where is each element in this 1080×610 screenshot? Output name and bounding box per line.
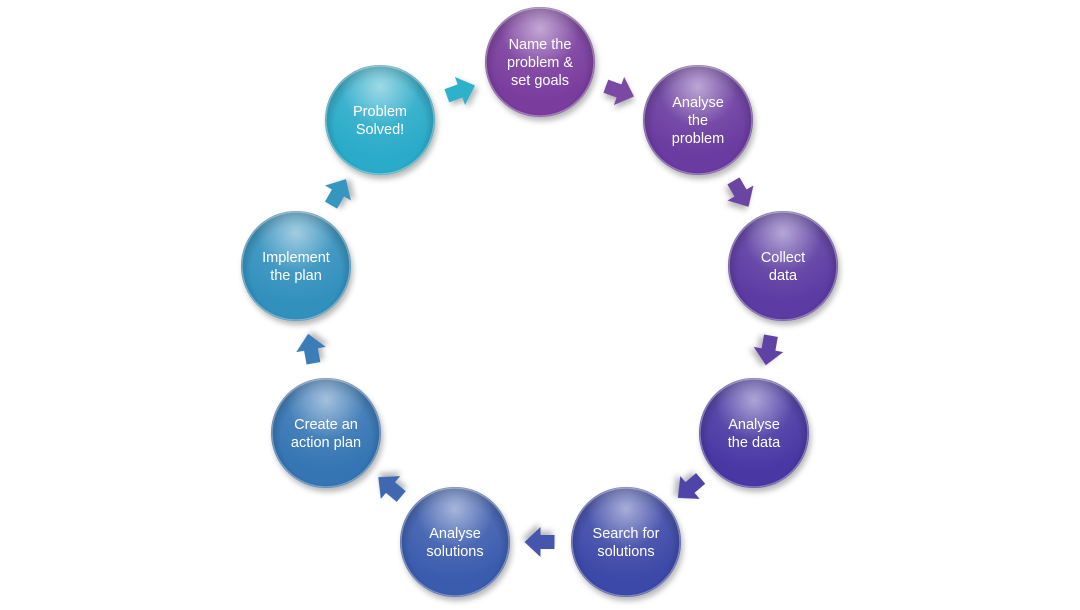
step-label-line: Implement bbox=[262, 250, 330, 266]
step-circle-gloss bbox=[643, 65, 753, 175]
step-label-line: problem & bbox=[507, 55, 573, 71]
flow-arrow-icon bbox=[296, 333, 326, 365]
step-circle-gloss bbox=[571, 487, 681, 597]
cycle-step-analyse-problem: Analyse the problem bbox=[643, 65, 753, 175]
cycle-step-create-plan: Create an action plan bbox=[271, 378, 381, 488]
step-circle-rim bbox=[400, 487, 510, 597]
cycle-step-search-solutions: Search for solutions bbox=[571, 487, 681, 597]
step-label-line: set goals bbox=[511, 73, 569, 89]
step-circle-rim bbox=[485, 7, 595, 117]
step-label-line: Search for bbox=[593, 526, 660, 542]
step-label-line: the bbox=[688, 113, 708, 129]
cycle-arrows bbox=[296, 76, 784, 557]
flow-arrow-icon bbox=[524, 527, 555, 557]
step-circle-gloss bbox=[325, 65, 435, 175]
step-label-line: the plan bbox=[270, 268, 322, 284]
step-circle-rim bbox=[325, 65, 435, 175]
step-label-line: Name the bbox=[509, 37, 572, 53]
step-circle-gloss bbox=[485, 7, 595, 117]
flow-arrow-icon bbox=[444, 76, 476, 106]
step-label-line: problem bbox=[672, 131, 724, 147]
flow-arrow-icon bbox=[677, 473, 706, 499]
step-label-line: Solved! bbox=[356, 122, 404, 138]
step-label-line: Analyse bbox=[429, 526, 481, 542]
step-circle-rim bbox=[571, 487, 681, 597]
step-circle-rim bbox=[271, 378, 381, 488]
step-label-line: solutions bbox=[597, 544, 654, 560]
step-circle-rim bbox=[643, 65, 753, 175]
step-circle-rim bbox=[241, 211, 351, 321]
step-circle-gloss bbox=[699, 378, 809, 488]
cycle-step-analyse-solutions: Analyse solutions bbox=[400, 487, 510, 597]
flow-arrow-icon bbox=[324, 179, 352, 209]
cycle-step-collect-data: Collect data bbox=[728, 211, 838, 321]
step-label-line: data bbox=[769, 268, 798, 284]
step-label-line: action plan bbox=[291, 435, 361, 451]
step-label-line: Problem bbox=[353, 104, 407, 120]
step-circle-rim bbox=[699, 378, 809, 488]
step-label-line: Create an bbox=[294, 417, 358, 433]
cycle-step-analyse-data: Analyse the data bbox=[699, 378, 809, 488]
cycle-step-name-problem: Name the problem & set goals bbox=[485, 7, 595, 117]
step-label-line: Analyse bbox=[672, 95, 724, 111]
step-label-line: solutions bbox=[426, 544, 483, 560]
flow-arrow-icon bbox=[727, 177, 754, 207]
step-circle-gloss bbox=[400, 487, 510, 597]
flow-arrow-icon bbox=[378, 476, 406, 502]
step-circle-gloss bbox=[728, 211, 838, 321]
cycle-step-implement-plan: Implement the plan bbox=[241, 211, 351, 321]
step-label-line: Collect bbox=[761, 250, 805, 266]
step-label-line: Analyse bbox=[728, 417, 780, 433]
step-circle-rim bbox=[728, 211, 838, 321]
flow-arrow-icon bbox=[603, 76, 635, 106]
step-label-line: the data bbox=[728, 435, 781, 451]
step-circle-gloss bbox=[241, 211, 351, 321]
step-circle-gloss bbox=[271, 378, 381, 488]
flow-arrow-icon bbox=[753, 334, 784, 366]
